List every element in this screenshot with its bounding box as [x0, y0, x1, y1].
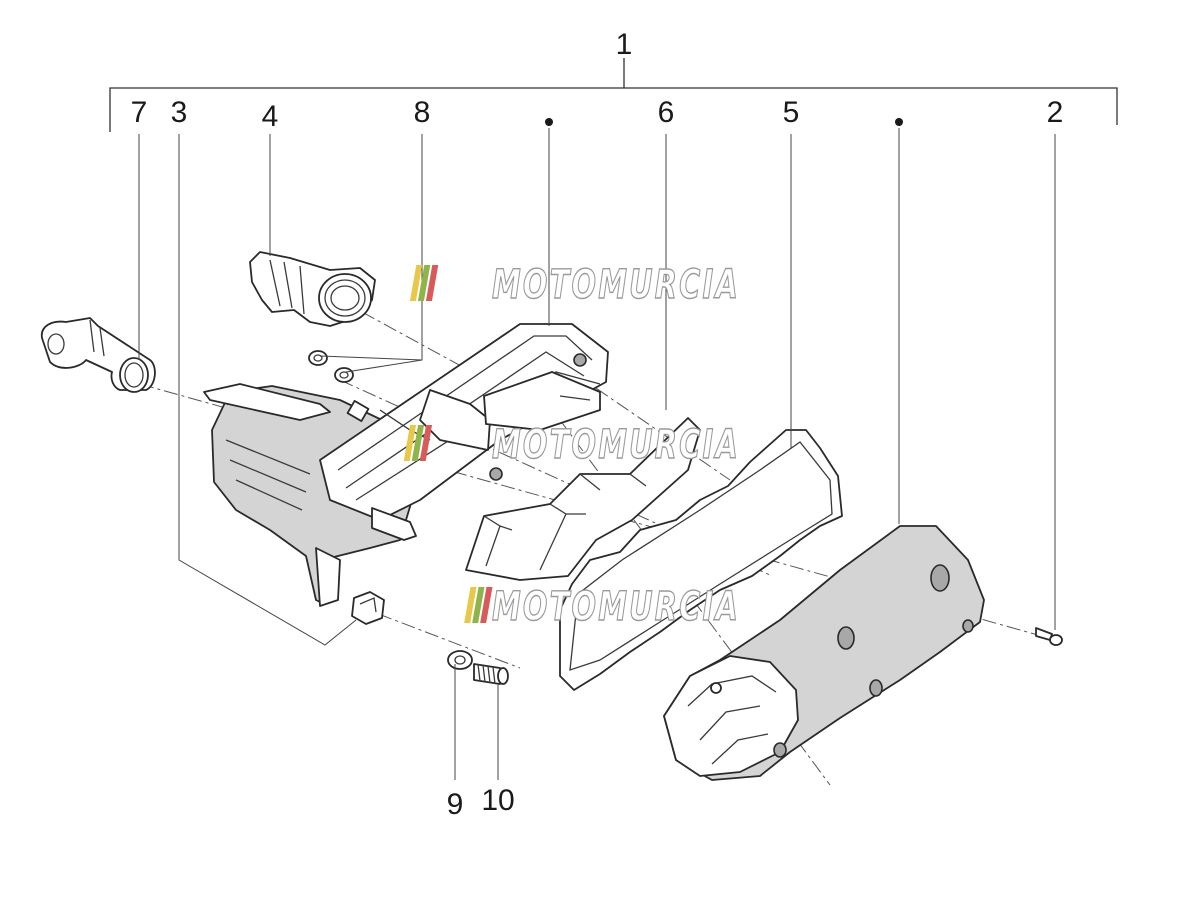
- watermark-text: MOTOMURCIA: [492, 262, 740, 308]
- watermark-stripe: [419, 425, 433, 461]
- part-9-washer: [447, 650, 473, 670]
- watermark-stripe: [403, 425, 417, 461]
- part-3-clip: [351, 591, 385, 625]
- watermark-text: MOTOMURCIA: [492, 422, 740, 468]
- callout-8: 8: [414, 96, 431, 129]
- callout-3: 3: [171, 96, 188, 129]
- part-3-upper-frame: [319, 323, 609, 541]
- watermark-stripe: [417, 265, 431, 301]
- callout-4: 4: [262, 100, 279, 133]
- callout-2: 2: [1047, 96, 1064, 129]
- watermark-stripe: [480, 587, 493, 623]
- watermark-stripe: [409, 265, 423, 301]
- watermark-stripe: [411, 425, 425, 461]
- part-4-intake-sleeve: [249, 251, 376, 327]
- part-8-small-nuts: [308, 350, 354, 383]
- bullet-dot: [895, 118, 903, 126]
- watermark-stripe: [472, 587, 485, 623]
- watermark-stripes: [403, 425, 433, 461]
- part-5-gasket: [559, 429, 843, 691]
- callout-9: 9: [447, 788, 464, 821]
- watermark-text: MOTOMURCIA: [492, 584, 740, 630]
- callout-1: 1: [616, 28, 633, 61]
- callout-5: 5: [783, 96, 800, 129]
- part-2-filter-cover: [663, 525, 985, 781]
- watermark-middle: MOTOMURCIA: [403, 421, 740, 469]
- part-6-filter-element: [465, 417, 701, 581]
- watermark-stripe: [425, 265, 439, 301]
- bullet-dot: [545, 118, 553, 126]
- watermark-stripes: [409, 265, 439, 301]
- watermark-stripes: [464, 587, 493, 623]
- part-2-screw: [1035, 627, 1063, 646]
- part-10-bolt: [473, 663, 509, 685]
- callout-10: 10: [481, 784, 514, 817]
- leader-lines: [138, 128, 1056, 780]
- watermark-top: MOTOMURCIA: [409, 261, 740, 309]
- watermark-stripe: [464, 587, 477, 623]
- callout-7: 7: [131, 96, 148, 129]
- part-7-intake-tube: [40, 317, 156, 393]
- assembly-bracket: [109, 58, 1118, 132]
- callout-6: 6: [658, 96, 675, 129]
- watermark-bottom: MOTOMURCIA: [464, 583, 740, 631]
